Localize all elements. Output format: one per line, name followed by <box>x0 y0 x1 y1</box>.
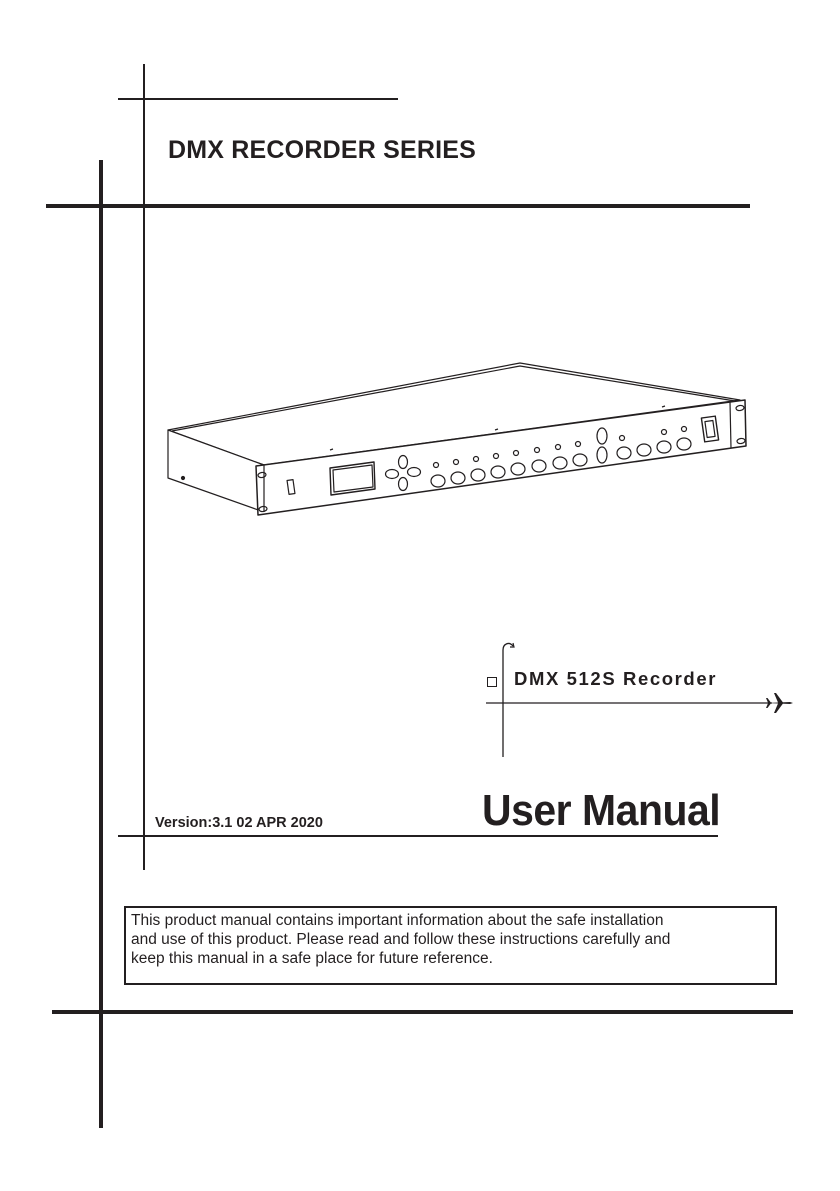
airplane-icon <box>766 693 793 713</box>
left-thick-vertical-line <box>99 160 103 1128</box>
notice-line: keep this manual in a safe place for fut… <box>131 950 493 967</box>
bottom-thick-horizontal-line <box>52 1010 793 1014</box>
notice-line: and use of this product. Please read and… <box>131 931 671 948</box>
top-thin-vertical-line <box>143 64 145 870</box>
checkbox-icon <box>487 677 497 687</box>
version-date: Version:3.1 02 APR 2020 <box>155 815 323 831</box>
upper-thick-horizontal-line <box>46 204 750 208</box>
lower-thin-horizontal-line <box>118 835 718 837</box>
top-thin-horizontal-line <box>118 98 398 100</box>
notice-line: This product manual contains important i… <box>131 912 664 929</box>
manual-title: User Manual <box>482 786 721 835</box>
product-name: DMX 512S Recorder <box>514 668 718 689</box>
series-title: DMX RECORDER SERIES <box>168 136 477 164</box>
safety-notice-box: This product manual contains important i… <box>124 906 777 985</box>
